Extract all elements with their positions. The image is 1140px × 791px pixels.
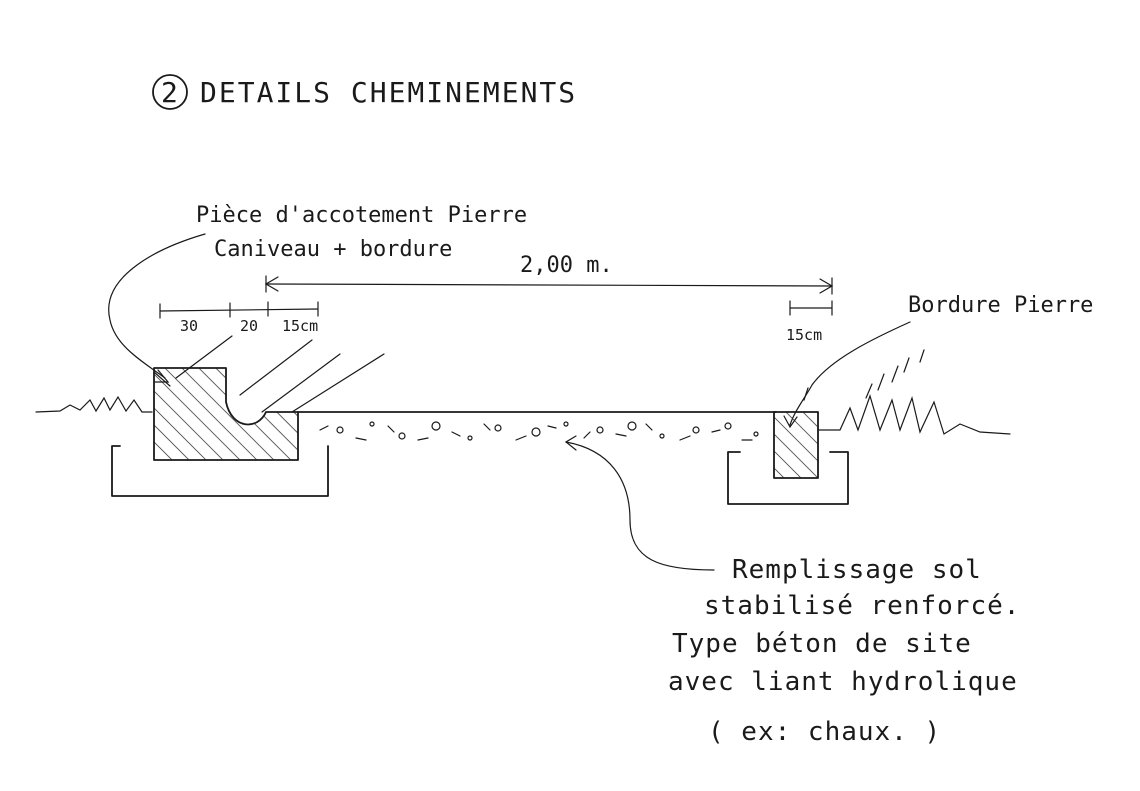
left-piece-leader	[108, 233, 206, 379]
projection-line-3	[261, 353, 341, 413]
fill-note-line1: Remplissage sol	[732, 555, 982, 585]
title: 2 DETAILS CHEMINEMENTS	[152, 74, 577, 110]
title-number: 2	[161, 76, 180, 109]
left-curb-gutter-piece	[153, 367, 299, 461]
dim-30-label: 30	[180, 317, 198, 335]
overall-dimension-line	[265, 283, 833, 287]
fill-note-line4: avec liant hydrolique	[668, 667, 1018, 697]
right-foundation	[727, 451, 849, 505]
projection-line-2	[239, 339, 313, 396]
right-piece-leader	[789, 321, 911, 426]
left-curb-corner-mark	[153, 371, 171, 387]
overall-width-label: 2,00 m.	[520, 253, 613, 278]
dim-15-left-label: 15cm	[282, 317, 318, 335]
dim-20-label: 20	[240, 317, 258, 335]
left-foundation	[111, 445, 329, 497]
fill-note-line2: stabilisé renforcé.	[704, 591, 1020, 621]
stabilized-fill-texture	[319, 421, 759, 441]
left-piece-label-line2: Caniveau + bordure	[214, 237, 452, 262]
left-sub-dimension-line	[159, 308, 319, 312]
right-piece-label: Bordure Pierre	[908, 293, 1093, 318]
projection-line-4	[291, 353, 385, 413]
title-number-circle	[152, 74, 188, 110]
fill-note-arrow	[564, 435, 577, 451]
fill-note-line5: ( ex: chaux. )	[708, 717, 941, 747]
title-text: DETAILS CHEMINEMENTS	[200, 76, 577, 109]
left-piece-label-line1: Pièce d'accotement Pierre	[196, 203, 527, 228]
right-grass-tufts	[803, 349, 925, 401]
right-grass-line	[817, 394, 1011, 435]
left-grass-line	[35, 395, 153, 413]
fill-note-leader	[565, 441, 715, 571]
dim-15-right-label: 15cm	[786, 326, 822, 344]
right-curb-piece	[773, 411, 819, 479]
fill-note-line3: Type béton de site	[672, 629, 972, 659]
